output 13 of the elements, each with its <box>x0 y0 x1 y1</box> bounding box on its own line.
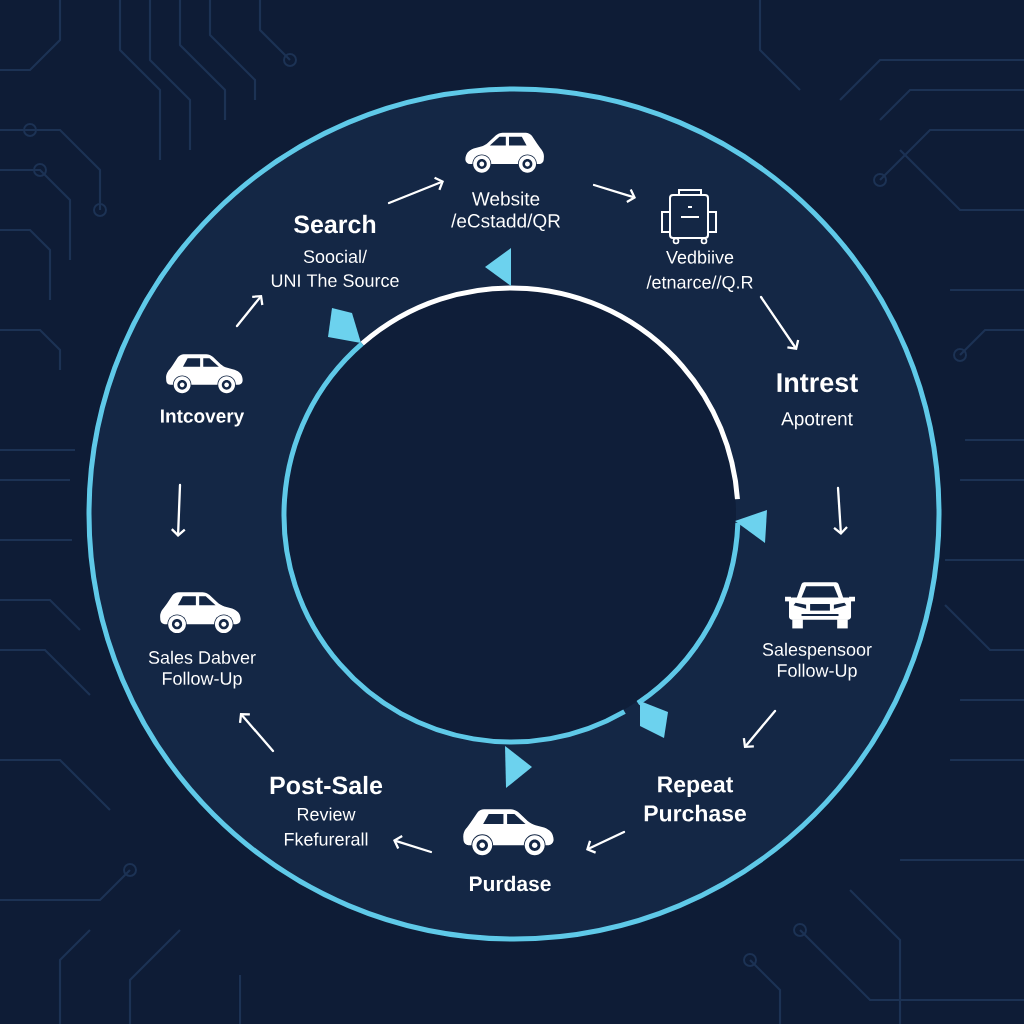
stage-text: Vedbiive /etnarce//Q.R <box>646 250 753 292</box>
stage-text: Review Fkefurerall <box>284 807 368 846</box>
stage-text: Apotrent <box>781 412 853 430</box>
stage-title: Intrest <box>777 373 858 393</box>
stage-text: Soocial/ UNI The Source <box>271 249 399 287</box>
stage-text: Sales Dabver Follow-Up <box>148 650 256 689</box>
stage-text: Website /eCstadd/QR <box>451 191 561 231</box>
stage-title: Post-Sale <box>270 775 383 795</box>
stage-title: Repeat Purchase <box>644 776 746 822</box>
stage-text: Salespensoor Follow-Up <box>762 642 872 681</box>
stage-title: Purdase <box>470 875 551 892</box>
stage-title: Intcovery <box>161 409 245 427</box>
stage-title: Search <box>294 214 376 234</box>
